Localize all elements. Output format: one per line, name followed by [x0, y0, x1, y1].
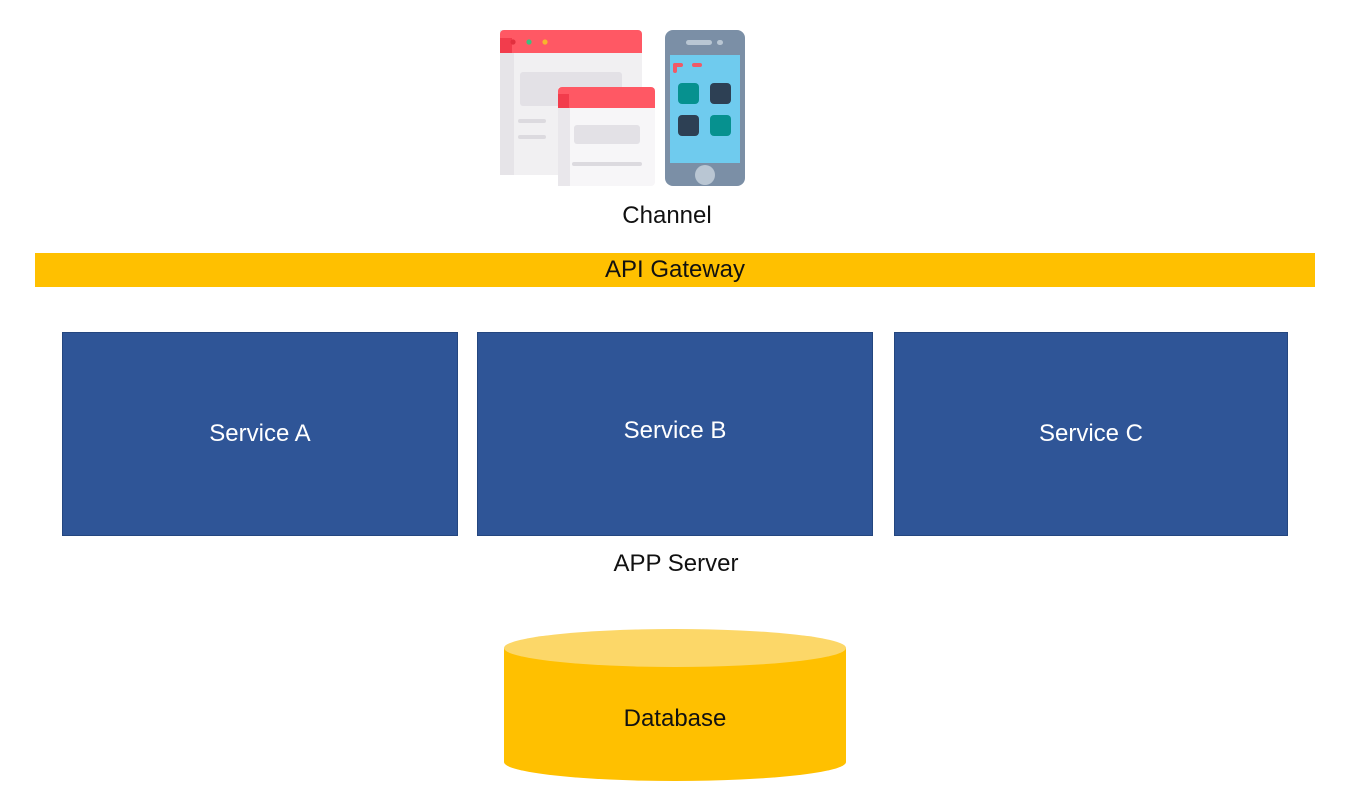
channel-label: Channel [622, 202, 712, 229]
browser-window-icon [500, 30, 655, 186]
service-c-box: Service C [894, 332, 1288, 536]
service-a-box: Service A [62, 332, 458, 536]
mobile-phone-icon [665, 30, 745, 186]
channel-icons [500, 30, 750, 188]
database-icon [504, 629, 846, 781]
channel-illustration [500, 30, 745, 186]
service-b-label: Service B [623, 417, 727, 444]
api-gateway-bar: API Gateway [35, 253, 1315, 287]
database-cylinder: Database [503, 628, 847, 782]
service-a-label: Service A [209, 420, 311, 447]
service-b-box: Service B [477, 332, 873, 536]
database-label: Database [623, 705, 727, 732]
app-server-label: APP Server [613, 550, 739, 577]
service-c-label: Service C [1038, 420, 1144, 447]
api-gateway-label: API Gateway [604, 256, 746, 283]
